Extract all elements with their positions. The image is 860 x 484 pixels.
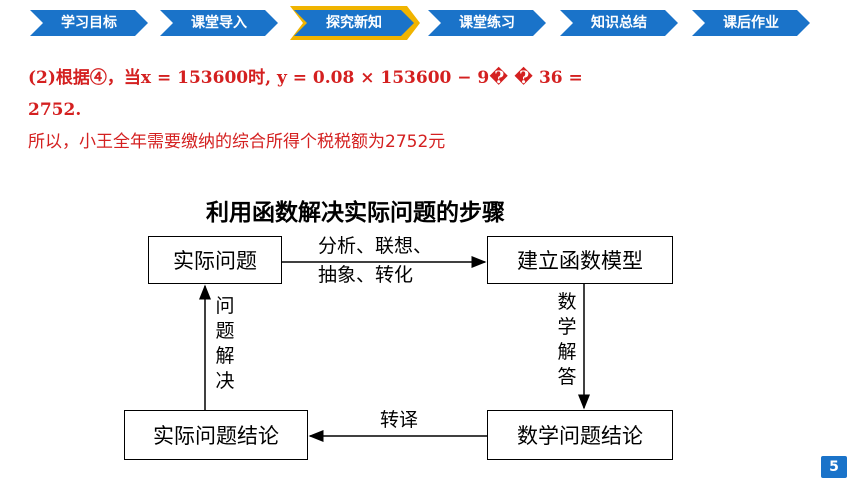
tab-class-intro[interactable]: 课堂导入 [160,10,278,36]
label-analysis-line2: 抽象、转化 [318,264,414,286]
tab-knowledge-summary[interactable]: 知识总结 [560,10,678,36]
page-number-badge: 5 [821,456,847,478]
label-translate: 转译 [380,409,419,431]
label-math-solve: 数学解答 [557,291,577,388]
solution-line-2: 2752. [28,100,82,120]
label-analysis-line1: 分析、联想、 [318,235,433,257]
tab-class-practice[interactable]: 课堂练习 [428,10,546,36]
solution-line-3: 所以，小王全年需要缴纳的综合所得个税税额为2752元 [28,132,446,152]
tab-learning-goals[interactable]: 学习目标 [30,10,148,36]
box-build-model: 建立函数模型 [487,236,673,284]
label-problem-solve: 问题解决 [215,295,235,392]
diagram-title: 利用函数解决实际问题的步骤 [206,200,505,226]
tab-explore-new-label: 探究新知 [294,10,414,36]
box-real-problem: 实际问题 [148,236,282,284]
solution-text: (2)根据④，当x = 153600时, y = 0.08 × 153600 −… [28,62,828,158]
solution-line-1: (2)根据④，当x = 153600时, y = 0.08 × 153600 −… [28,68,583,88]
top-nav: 学习目标 课堂导入 探究新知 课堂练习 知识总结 课后作业 [0,6,860,40]
box-real-conclusion: 实际问题结论 [124,410,308,460]
tab-homework[interactable]: 课后作业 [692,10,810,36]
box-math-conclusion: 数学问题结论 [487,410,673,460]
tab-explore-new-active[interactable]: 探究新知 [290,6,420,40]
